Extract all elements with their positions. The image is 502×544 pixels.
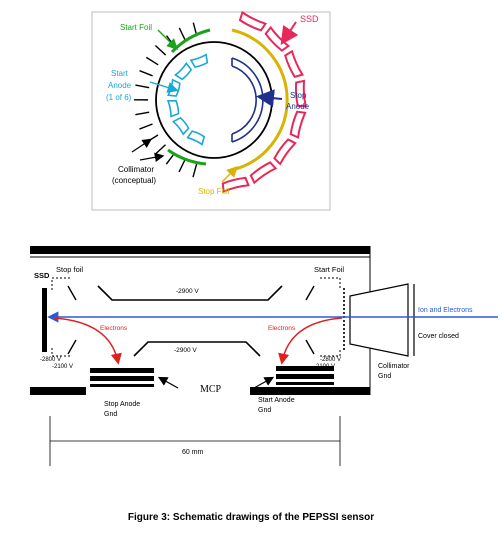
mcp-plate-right-1 bbox=[276, 366, 334, 371]
ssd-segment bbox=[289, 110, 307, 139]
housing-bottom-bar-left bbox=[30, 387, 86, 395]
start-anode-plate bbox=[276, 382, 334, 385]
ssd-segments bbox=[221, 10, 308, 193]
start-foil-arrow bbox=[157, 29, 178, 50]
collimator-spoke bbox=[145, 56, 159, 66]
start-anode-segment bbox=[171, 116, 190, 136]
stop-anode-label-bottom-1: Stop Anode bbox=[104, 401, 140, 408]
collimator-label-2: (conceptual) bbox=[112, 176, 156, 185]
voltage-right-1: -2800 V bbox=[320, 357, 341, 363]
electrons-label-left: Electrons bbox=[100, 325, 128, 332]
start-anode-segment bbox=[174, 61, 193, 81]
electron-path-left bbox=[53, 317, 122, 365]
start-anode-segments bbox=[166, 53, 209, 146]
collimator-label-1: Collimator bbox=[118, 165, 154, 174]
voltage-left-1: -2800 V bbox=[40, 357, 61, 363]
bottom-diagram: SSD Stop foil Start Foil -2900 V -2900 V… bbox=[30, 246, 498, 466]
collimator-spoke bbox=[178, 27, 187, 41]
start-anode-segment bbox=[166, 99, 180, 118]
cover-closed-label: Cover closed bbox=[418, 333, 459, 340]
start-anode-label-bottom-1: Start Anode bbox=[258, 397, 295, 404]
stop-foil-bracket-top bbox=[51, 277, 72, 290]
voltage-right-2: -2100 V bbox=[314, 364, 335, 370]
right-tab-bottom bbox=[305, 339, 315, 355]
collimator-spoke bbox=[192, 163, 198, 178]
stop-foil-arrow bbox=[221, 166, 238, 183]
mcp-plate-right-2 bbox=[276, 374, 334, 379]
ssd-detector bbox=[42, 288, 47, 352]
start-anode-arrow bbox=[149, 81, 179, 93]
collimator-label-bottom-1: Collimator bbox=[378, 363, 410, 370]
start-foil-arc-bottom bbox=[167, 148, 207, 166]
electron-path-right bbox=[278, 317, 343, 365]
start-foil-bracket-top bbox=[320, 277, 341, 290]
mcp-plate-left-2 bbox=[90, 376, 154, 381]
collimator-spokes bbox=[133, 22, 198, 178]
ssd-segment bbox=[238, 10, 268, 32]
start-anode-label-bottom-2: Gnd bbox=[258, 407, 271, 414]
housing-bottom-bar-right bbox=[250, 387, 370, 395]
collimator-arrow-1 bbox=[131, 138, 152, 153]
collimator-spoke bbox=[178, 159, 186, 173]
collimator-spoke bbox=[139, 123, 153, 130]
collimator-label-bottom-2: Gnd bbox=[378, 373, 391, 380]
stop-anode-arrow bbox=[256, 89, 283, 108]
start-anode-segment bbox=[189, 53, 209, 68]
left-tab-top bbox=[67, 285, 77, 301]
start-foil-bracket-bottom bbox=[320, 348, 341, 357]
voltage-top: -2900 V bbox=[176, 288, 199, 295]
ssd-segment bbox=[264, 25, 291, 52]
top-diagram: Start Foil SSD Start Anode (1 of 6) Stop… bbox=[91, 10, 331, 211]
stop-anode-plate bbox=[90, 384, 154, 387]
stop-foil-bracket-bottom bbox=[51, 348, 72, 357]
stop-foil-label: Stop Foil bbox=[198, 187, 230, 196]
start-anode-label-3: (1 of 6) bbox=[106, 93, 132, 102]
mcp-plate-left-1 bbox=[90, 368, 154, 373]
voltage-left-2: -2100 V bbox=[52, 364, 73, 370]
ssd-segment bbox=[221, 176, 250, 193]
mcp-arrow-right bbox=[253, 376, 275, 389]
collimator-spoke bbox=[154, 144, 166, 155]
stop-anode-arc-outer bbox=[231, 57, 264, 143]
ssd-segment bbox=[273, 138, 297, 166]
mcp-label: MCP bbox=[200, 384, 222, 395]
collimator-arrow-2 bbox=[139, 152, 165, 163]
electrons-label-right: Electrons bbox=[268, 325, 296, 332]
ssd-label-top: SSD bbox=[300, 14, 319, 24]
figure-caption: Figure 3: Schematic drawings of the PEPS… bbox=[127, 512, 375, 523]
start-anode-label-2: Anode bbox=[108, 81, 132, 90]
electrode-bottom bbox=[133, 341, 261, 357]
collimator-spoke bbox=[135, 84, 150, 89]
stop-anode-arc-inner bbox=[231, 65, 257, 135]
stop-anode-label-1: Stop bbox=[290, 91, 307, 100]
stop-anode-label-bottom-2: Gnd bbox=[104, 411, 117, 418]
stop-foil-arc bbox=[231, 28, 289, 172]
collimator-spoke bbox=[154, 45, 167, 56]
start-anode-label-1: Start bbox=[111, 69, 129, 78]
ssd-segment bbox=[249, 161, 278, 185]
stop-foil-label-bottom: Stop foil bbox=[56, 265, 83, 274]
top-diagram-frame bbox=[91, 11, 331, 211]
ion-and-electrons-label: Ion and Electrons bbox=[418, 307, 473, 314]
start-foil-arc-top bbox=[170, 28, 211, 54]
voltage-bottom: -2900 V bbox=[174, 347, 197, 354]
ssd-segment bbox=[294, 79, 308, 108]
start-foil-label: Start Foil bbox=[120, 23, 152, 32]
ssd-segment bbox=[284, 49, 304, 79]
start-foil-label-bottom: Start Foil bbox=[314, 265, 344, 274]
housing-top-bar bbox=[30, 246, 370, 254]
collimator-funnel bbox=[349, 283, 409, 357]
stop-anode-label-2: Anode bbox=[286, 102, 310, 111]
ssd-arrow bbox=[280, 21, 299, 45]
collimator-spoke bbox=[135, 111, 150, 116]
right-tab-top bbox=[305, 285, 315, 301]
mcp-arrow-left bbox=[157, 376, 179, 389]
electrode-top bbox=[97, 285, 283, 301]
collimator-spoke bbox=[139, 70, 153, 77]
dimension-label: 60 mm bbox=[182, 449, 204, 456]
left-tab-bottom bbox=[67, 339, 77, 355]
ssd-label-bottom: SSD bbox=[34, 271, 50, 280]
start-anode-segment bbox=[186, 130, 206, 146]
